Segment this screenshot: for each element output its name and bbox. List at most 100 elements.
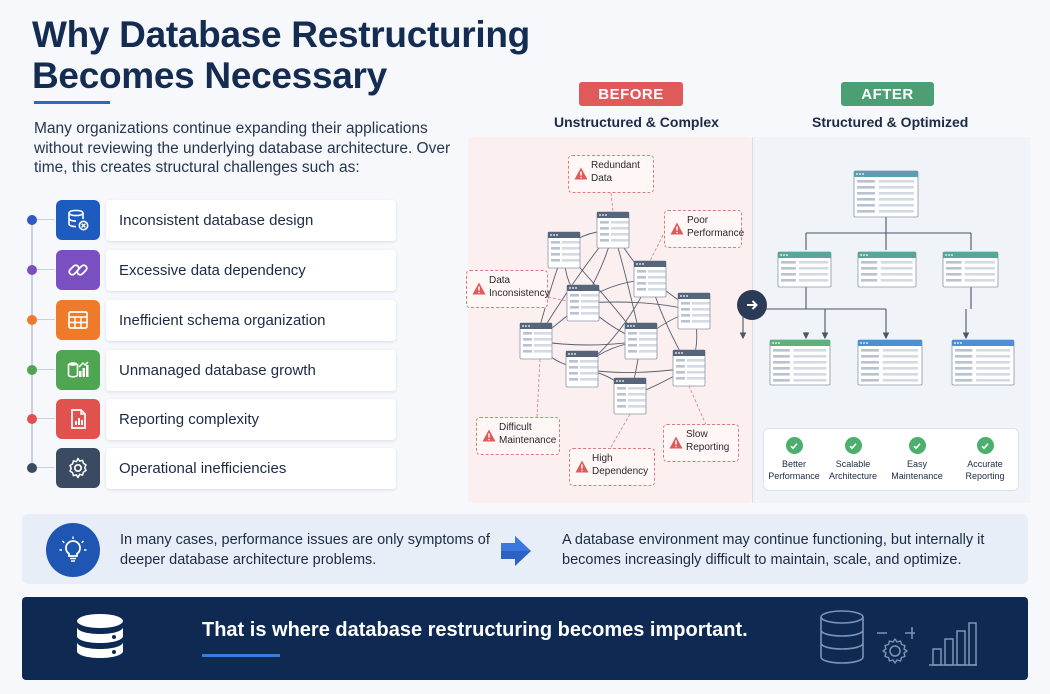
unstructured-tables <box>519 211 711 415</box>
insight-arrow-icon <box>499 535 533 572</box>
warning-line: Poor <box>687 215 709 226</box>
conclusion-text: That is where database restructuring bec… <box>202 619 748 641</box>
warning-icon <box>670 222 684 235</box>
warning-line: High <box>592 453 613 464</box>
check-icon <box>908 437 926 454</box>
benefit-line: Reporting <box>965 471 1005 481</box>
report-document-icon <box>56 399 100 439</box>
timeline-dot <box>27 315 37 325</box>
warning-line: Maintenance <box>499 435 557 446</box>
warning-line: Inconsistency <box>489 288 550 299</box>
warning-line: Slow <box>686 429 708 440</box>
db-table <box>596 211 630 249</box>
warning-callout: Difficult Maintenance <box>476 417 560 455</box>
benefit-line: Scalable <box>835 459 871 469</box>
challenge-item: Unmanaged database growth <box>22 346 402 392</box>
warning-callout: Slow Reporting <box>663 424 739 462</box>
insight-panel: In many cases, performance issues are on… <box>22 514 1028 584</box>
warning-icon <box>472 282 486 295</box>
timeline-connector <box>37 219 55 220</box>
page-title: Why Database Restructuring Becomes Neces… <box>32 14 530 96</box>
challenge-item: Reporting complexity <box>22 395 402 441</box>
db-table <box>613 377 647 415</box>
db-table <box>519 322 553 360</box>
timeline-connector <box>37 418 55 419</box>
warning-callout: Redundant Data <box>568 155 654 193</box>
warning-callout: Data Inconsistency <box>466 270 550 308</box>
db-table <box>951 339 1015 386</box>
timeline-dot <box>27 265 37 275</box>
warning-line: Dependency <box>592 466 649 477</box>
warning-line: Data <box>489 275 511 286</box>
benefit-line: Maintenance <box>891 471 943 481</box>
challenge-label: Operational inefficiencies <box>106 448 396 489</box>
after-subtitle: Structured & Optimized <box>812 114 969 130</box>
warning-icon <box>574 167 588 180</box>
check-icon <box>976 437 994 454</box>
timeline-dot <box>27 215 37 225</box>
warning-icon <box>482 429 496 442</box>
architecture-diagram <box>519 170 1015 448</box>
after-badge: AFTER <box>841 82 934 106</box>
challenge-label: Reporting complexity <box>106 399 396 440</box>
db-table <box>677 292 711 330</box>
db-table <box>672 349 706 387</box>
problem-callout-connectors <box>536 192 707 448</box>
warning-line: Reporting <box>686 442 730 453</box>
timeline-connector <box>37 319 55 320</box>
challenge-list: Inconsistent database design Excessive d… <box>22 196 402 496</box>
warning-callout: High Dependency <box>569 448 655 486</box>
timeline-dot <box>27 414 37 424</box>
conclusion-underline <box>202 654 280 657</box>
benefit-line: Better <box>781 459 806 469</box>
check-icon <box>844 437 862 454</box>
gear-plus-icon <box>875 623 925 676</box>
challenge-label: Excessive data dependency <box>106 250 396 291</box>
db-table <box>942 251 999 288</box>
structured-relationship-lines <box>739 217 972 340</box>
challenge-label: Inefficient schema organization <box>106 300 396 341</box>
db-table <box>547 231 581 269</box>
database-outline-icon <box>817 609 867 672</box>
warning-line: Performance <box>687 228 745 239</box>
benefit-line: Easy <box>906 459 927 469</box>
timeline-connector <box>37 269 55 270</box>
warning-icon <box>575 460 589 473</box>
challenge-label: Unmanaged database growth <box>106 350 396 391</box>
warning-line: Difficult <box>499 422 532 433</box>
db-table <box>565 350 599 388</box>
benefit-line: Performance <box>768 471 820 481</box>
insight-left-text: In many cases, performance issues are on… <box>120 532 490 568</box>
timeline-connector <box>37 369 55 370</box>
benefit-line: Architecture <box>828 471 878 481</box>
title-line-1: Why Database Restructuring <box>32 14 530 55</box>
title-underline <box>34 101 110 104</box>
timeline-dot <box>27 365 37 375</box>
db-table <box>633 260 667 298</box>
challenge-label: Inconsistent database design <box>106 200 396 241</box>
db-table <box>769 339 831 386</box>
intro-paragraph: Many organizations continue expanding th… <box>34 120 451 176</box>
db-table <box>624 322 658 360</box>
title-line-2: Becomes Necessary <box>32 55 387 96</box>
warning-line: Redundant <box>591 160 640 171</box>
check-icon <box>785 437 803 454</box>
structured-tables <box>769 170 1015 386</box>
challenge-item: Operational inefficiencies <box>22 444 402 490</box>
challenge-item: Inefficient schema organization <box>22 296 402 342</box>
bar-chart-icon <box>927 619 979 672</box>
timeline-connector <box>37 467 55 468</box>
before-to-after-arrow-icon <box>737 290 767 320</box>
growth-chart-icon <box>56 350 100 390</box>
before-badge: BEFORE <box>579 82 683 106</box>
insight-right-text: A database environment may continue func… <box>562 532 985 568</box>
database-stack-icon <box>72 611 128 672</box>
db-table <box>857 251 917 288</box>
benefit-line: Accurate <box>967 459 1003 469</box>
before-subtitle: Unstructured & Complex <box>554 114 719 130</box>
